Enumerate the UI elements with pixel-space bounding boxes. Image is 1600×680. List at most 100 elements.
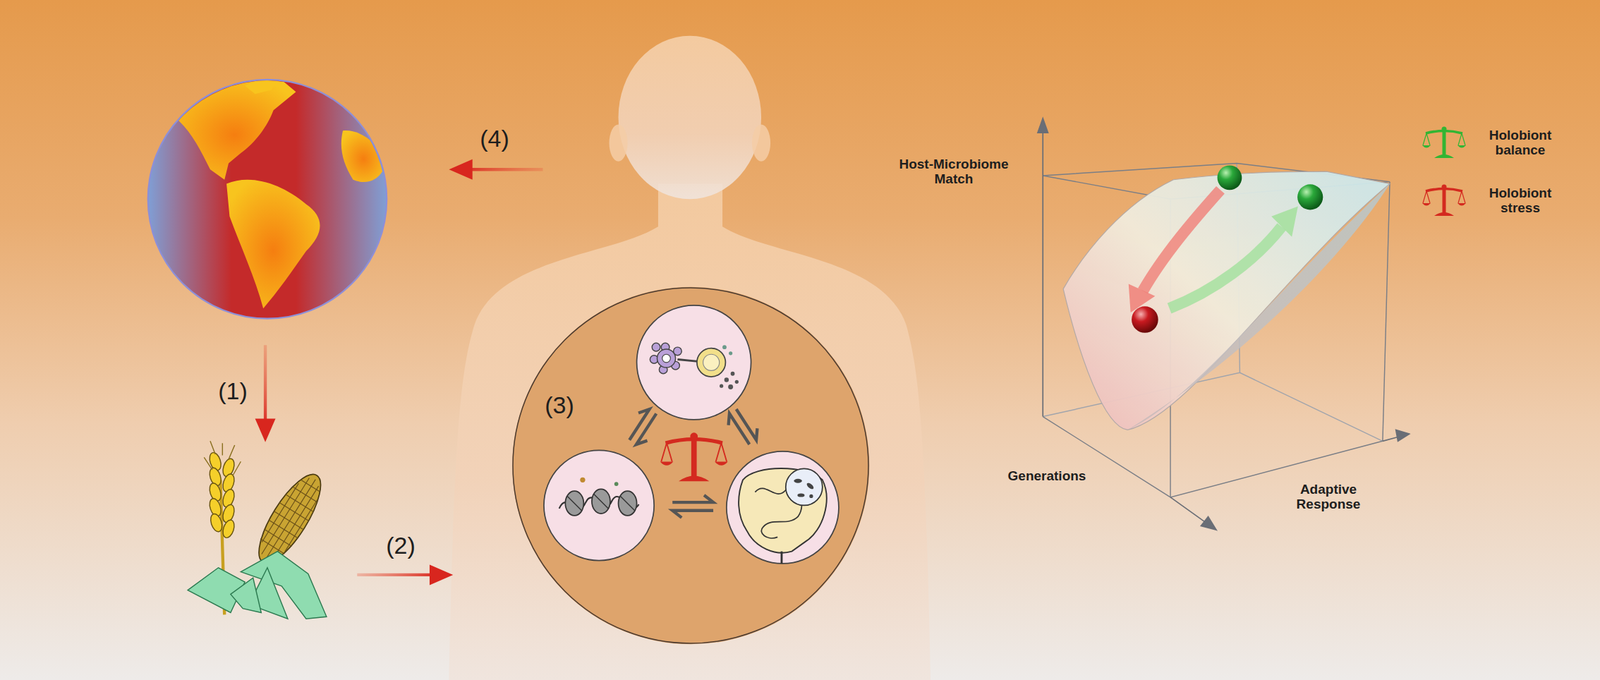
immune-cells-icon-part [649,342,682,374]
balance-scale-icon-part [678,476,709,482]
immune-cells-icon-part [719,371,739,390]
circle-outline [512,287,870,645]
crop-plants-part [248,466,332,572]
immune-cells-icon-part [697,348,726,378]
immune-cells-icon-part-part [728,384,733,390]
scale-swatch [1420,180,1469,221]
body-silhouette-part [618,35,762,200]
trajectory-arrow [1128,189,1299,313]
scale-swatch-part [1422,145,1466,149]
crop-plants-part-part [257,476,325,556]
immune-cells-icon-part-part [651,342,661,352]
circle-outline [512,287,869,644]
flow-arrow-part [263,344,267,423]
inner-circle-part [637,305,752,420]
axis-label: Adaptive Response [1279,481,1378,513]
gut-icon-part-part [809,494,813,499]
equilibrium-arrows-part-part [623,405,650,441]
equilibrium-arrows-part-part [672,495,714,503]
plot-axis-part [1041,128,1044,417]
immune-cells-icon-part [662,354,671,363]
legend-row: Holobiont stress [1420,180,1565,221]
state-ball-part [1131,306,1159,333]
equilibrium-arrows-part-part [636,413,663,448]
legend-text: Holobiont balance [1476,127,1565,159]
chromatin-icon [559,477,640,516]
inner-circle [543,305,839,564]
scale-swatch-part [1422,203,1466,206]
crop-plants-part [207,451,237,540]
earth-globe-part [173,79,386,309]
immune-cells-icon [649,342,739,390]
chromatin-icon-part [565,488,637,516]
callout-number: (1) [204,377,262,405]
gut-icon-part [793,479,815,499]
balance-scale-icon-part [689,432,698,441]
immune-cells-icon-part-part [722,344,727,350]
gut-icon-part-part [793,479,803,484]
trajectory-arrow-part [1169,226,1282,309]
gut-icon-part-part [805,481,815,491]
body-silhouette [448,35,931,680]
equilibrium-arrows-part-part [672,510,714,518]
equilibrium-arrows-part [672,495,714,518]
callout-number: (4) [466,124,523,152]
inner-circle-part [543,450,654,561]
equilibrium-arrows-part [723,405,762,449]
host-circle: (3) [512,287,870,645]
flow-arrow-part [448,159,472,180]
scale-swatch-part [1441,184,1447,190]
scale-swatch-part [1422,191,1466,204]
gut-icon-part [785,468,823,506]
equilibrium-arrows-part-part [723,413,750,448]
plot-axis-part [1200,516,1217,530]
trajectory-arrow-part [1142,189,1221,291]
trajectory-arrow-part [1271,205,1299,237]
body-silhouette-part [609,124,628,162]
crop-plants-part-part [230,577,262,613]
plot-box-part [1382,182,1390,442]
callout-number: (3) [544,391,575,419]
axis-label: Host-Microbiome Match [883,156,1025,187]
state-ball-part [1297,184,1323,210]
immune-cells-icon-part [677,359,698,362]
chromatin-icon-part [567,494,635,511]
scale-swatch-part [1441,126,1447,132]
flow-arrow-part [356,573,435,577]
body-silhouette-part [448,184,931,680]
crop-plants [187,440,332,619]
earth-globe [148,79,387,319]
axis-label: Generations [986,468,1107,484]
gut-icon-part [738,468,827,554]
immune-cells-icon-part-part [735,380,739,384]
crop-plants-part-part [248,466,332,572]
equilibrium-arrows-part-part [736,405,763,441]
response-surface-part [1127,184,1390,431]
plot-axis-part [1037,118,1048,133]
plot-axis-part [1382,437,1399,442]
chromatin-icon-part [579,477,585,483]
crop-plants-part-part [255,472,326,566]
earth-globe-part-part [226,179,320,309]
response-surface [1063,171,1390,430]
plot-axis-part [1396,429,1410,441]
response-surface-part [1063,171,1390,430]
earth-globe-part-part [173,80,297,180]
host-circle-fill-part [512,287,870,645]
callout-number: (2) [372,531,429,559]
scale-swatch-part [1434,154,1454,159]
immune-cells-icon-part-part [719,384,724,389]
state-ball-part [1217,165,1243,190]
crop-plants-part [187,551,327,620]
inner-circle-part [726,451,839,564]
scale-swatch-part [1434,212,1454,216]
plot-axis [1037,118,1410,530]
flow-arrow-part [429,564,453,585]
scale-swatch [1420,122,1469,163]
balance-scale-icon-part [661,443,727,462]
immune-cells-icon-part-part [724,377,729,382]
crop-plants-part-part [220,518,237,539]
balance-scale-icon-part [691,437,698,477]
